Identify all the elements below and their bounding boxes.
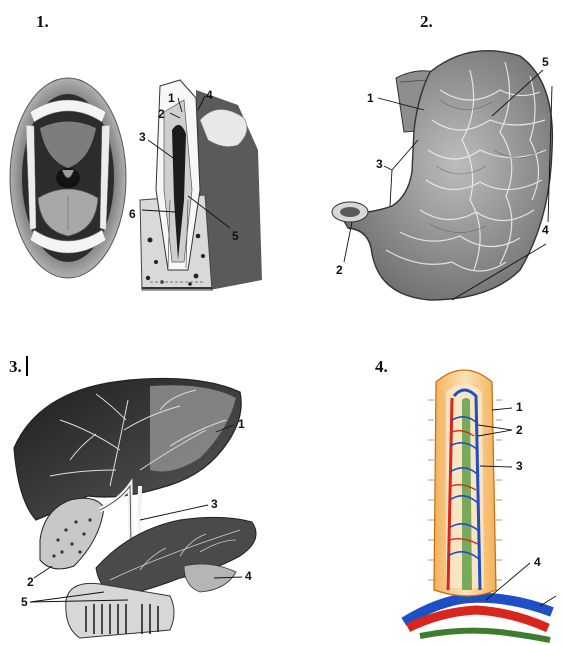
- figure-4-callout-3: 3: [516, 460, 523, 472]
- figure-1-callout-2: 2: [158, 108, 165, 120]
- figure-1-callout-4: 4: [206, 89, 213, 101]
- figure-4-callout-2: 2: [516, 424, 523, 436]
- figure-2-callout-3: 3: [376, 158, 383, 170]
- figure-2-callout-1: 1: [367, 92, 374, 104]
- figure-2-stomach: [332, 51, 552, 300]
- figure-3-liver-pancreas: [14, 379, 256, 639]
- figure-1-callout-1: 1: [168, 92, 175, 104]
- figure-4-villus: [404, 370, 556, 640]
- figure-1-callout-6: 6: [129, 208, 136, 220]
- figure-2-callout-4: 4: [542, 224, 549, 236]
- figure-3-callout-4: 4: [245, 570, 252, 582]
- figure-3-callout-1: 1: [238, 418, 245, 430]
- figure-3-callout-5: 5: [21, 596, 28, 608]
- figure-1-callout-3: 3: [139, 131, 146, 143]
- figure-2-callout-2: 2: [336, 264, 343, 276]
- figure-1-mouth-and-tooth: [10, 78, 262, 290]
- figure-1-callout-5: 5: [232, 230, 239, 242]
- figure-3-callout-3: 3: [211, 498, 218, 510]
- figure-3-callout-2: 2: [27, 576, 34, 588]
- figure-4-callout-4: 4: [534, 556, 541, 568]
- figure-4-callout-1: 1: [516, 401, 523, 413]
- open-mouth-illustration: [10, 78, 126, 278]
- figure-2-callout-5: 5: [542, 56, 549, 68]
